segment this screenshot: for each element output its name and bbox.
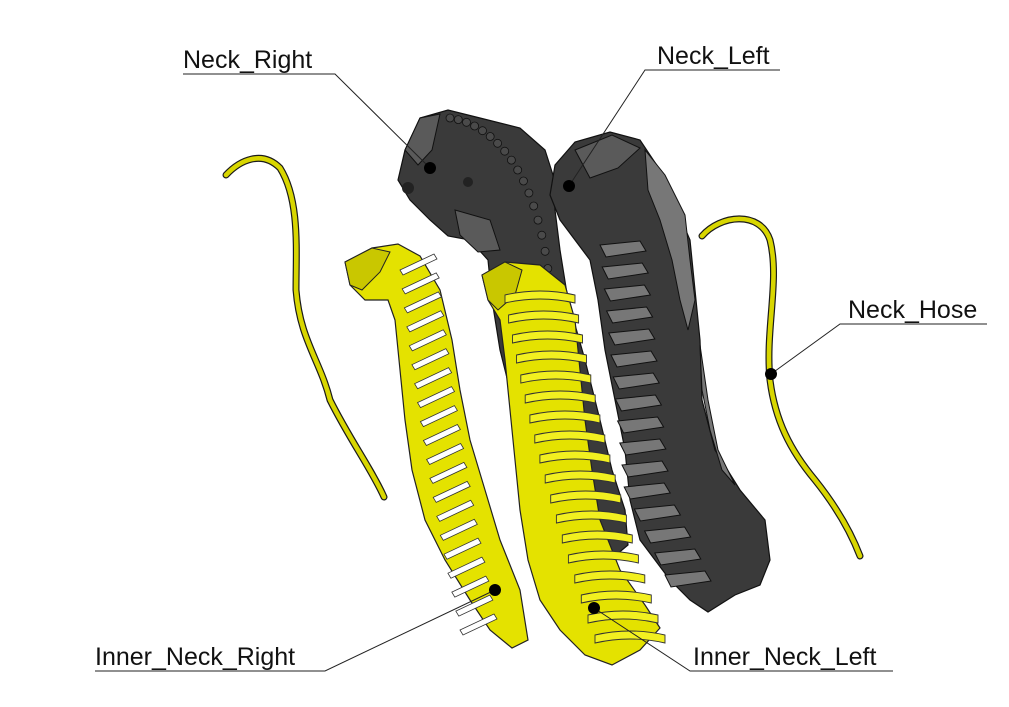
neck-left-rib [603,284,652,302]
gear-tooth [470,121,480,131]
inner-neck-left-segment [561,530,633,544]
gear-tooth [493,138,503,148]
inner-neck-right-slot [399,253,438,276]
label-inner-neck-right: Inner_Neck_Right [95,643,296,671]
inner-neck-right-slot [411,348,450,371]
leader-neck-right [183,73,436,174]
gear-tooth [506,155,516,165]
inner-neck-left-segment [587,610,659,624]
neck-left-rib [654,548,702,566]
gear-tooth [445,113,455,123]
inner-neck-left-segment [574,570,646,584]
inner-neck-right-slot [429,461,468,484]
neck-left-rib [605,306,654,324]
inner-neck-left-segment [580,590,652,604]
inner-neck-right-slot [439,518,478,541]
neck-left-rib [599,240,647,258]
inner-neck-right-slot [422,423,461,447]
neck-left-rib [643,526,692,544]
inner-neck-right-slot [419,405,458,428]
gear-tooth [537,230,547,240]
neck-hose-right-part [698,215,864,560]
inner-neck-left-segment [594,630,666,644]
gear-tooth [524,188,534,198]
inner-neck-left-segment [524,390,596,404]
label-inner-neck-left: Inner_Neck_Left [693,643,877,671]
gear-tooth [500,146,510,156]
inner-neck-left-segment [520,370,592,384]
neck-left-rib [614,394,663,412]
inner-neck-right-part [344,243,529,649]
gear-tooth [478,126,487,136]
inner-neck-right-slot [436,499,475,522]
neck-left-rib [633,504,682,522]
neck-left-rib [608,328,656,346]
neck-left-rib [601,262,650,280]
leader-neck-left [563,69,780,192]
gear-tooth [462,117,471,127]
gear-tooth [485,132,495,141]
gear-tooth [513,165,523,175]
inner-neck-right-slot [443,537,482,560]
inner-neck-right-slot [403,291,442,314]
inner-neck-right-slot [426,442,465,466]
label-neck-right: Neck_Right [183,46,313,74]
inner-neck-left-segment [504,290,576,304]
inner-neck-right-slot [451,575,490,598]
inner-neck-left-segment [516,350,587,364]
gear-tooth [533,215,543,225]
gear-tooth [453,115,463,124]
neck-left-rib [623,482,672,500]
inner-neck-left-segment [555,510,627,524]
leader-neck-hose [765,323,987,380]
inner-neck-left-segment [539,450,611,464]
neck-left-rib [610,350,658,368]
neck-left-rib [664,570,712,588]
inner-neck-left-segment [534,430,606,444]
inner-neck-left-part [481,261,666,666]
inner-neck-right-slot [401,272,440,295]
neck-hose-left-part [222,154,388,501]
inner-neck-right-slot [408,329,447,352]
inner-neck-left-segment [544,470,616,484]
inner-neck-right-slot [414,367,453,390]
neck-left-rib [616,416,665,434]
inner-neck-left-segment [529,410,601,424]
inner-neck-right-slot [416,386,456,409]
leader-inner-neck-left [588,602,893,672]
inner-neck-left-segment [512,330,583,344]
neck-left-rib [612,372,661,390]
inner-neck-right-slot [447,556,486,579]
inner-neck-left-segment [550,490,622,504]
label-neck-left: Neck_Left [657,42,770,70]
gear-tooth [540,246,550,256]
label-neck-hose: Neck_Hose [848,296,978,324]
inner-neck-right-slot [432,480,471,503]
leader-inner-neck-right [95,584,501,672]
inner-neck-left-segment [508,310,580,324]
inner-neck-right-slot [459,613,498,636]
neck-left-part [549,131,771,613]
inner-neck-left-segment [567,550,639,564]
inner-neck-right-slot [455,594,494,617]
gear-tooth [519,176,528,186]
neck-left-rib [621,460,669,478]
inner-neck-right-slot [406,310,445,333]
neck-left-rib [619,438,667,456]
gear-tooth [529,201,539,211]
